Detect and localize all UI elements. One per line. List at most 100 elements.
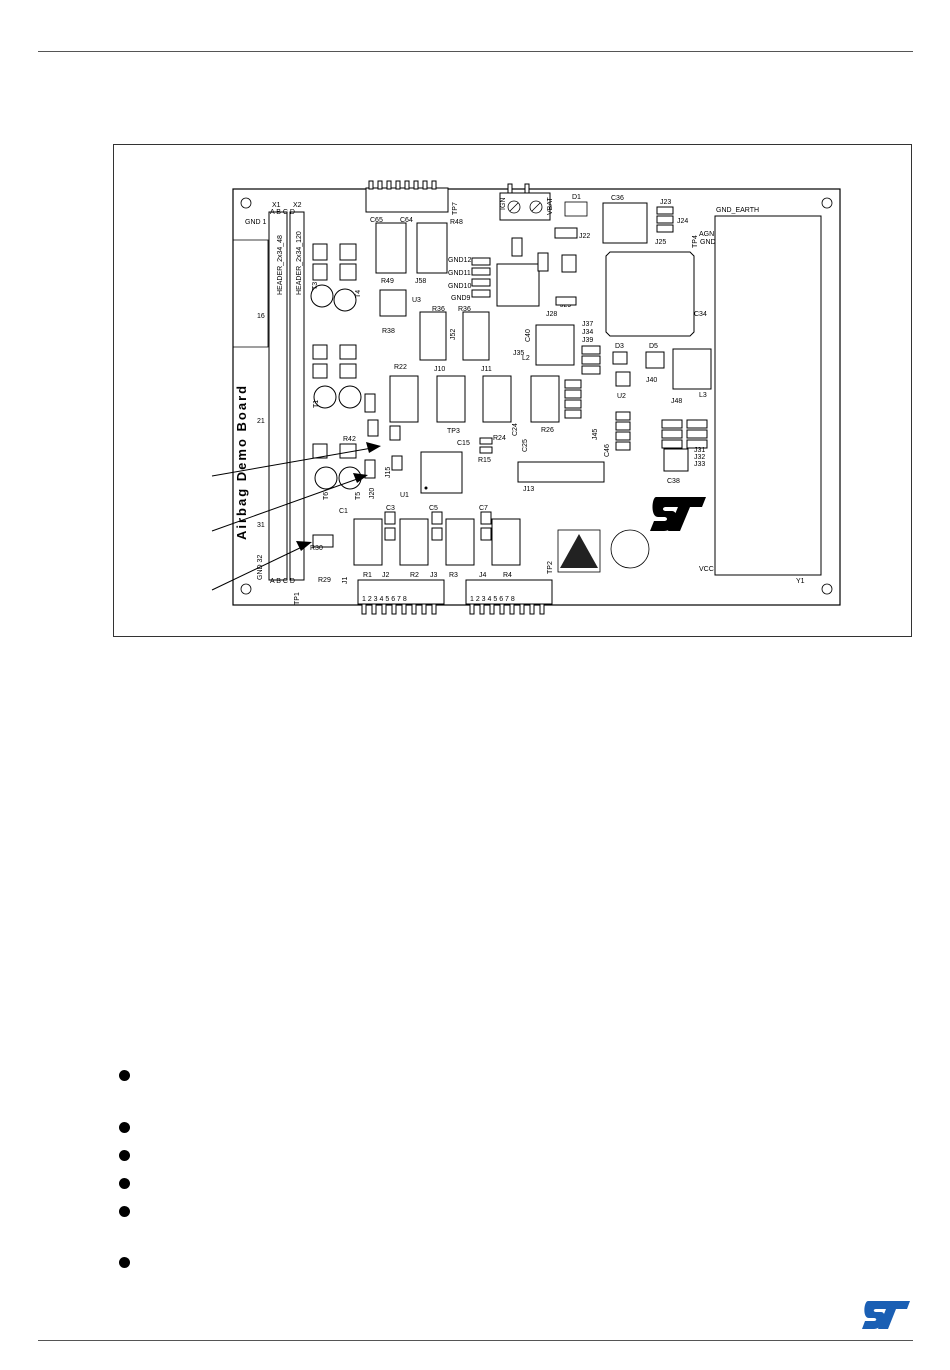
transistor-t3 (310, 284, 334, 308)
label-t3: T3 (312, 282, 319, 290)
label-vcc: VCC (699, 566, 714, 573)
diode-d1 (564, 201, 588, 217)
label-gnd: GND (700, 239, 716, 246)
esd-warning-icon (560, 534, 598, 568)
label-pins-2: 1 2 3 4 5 6 7 8 (470, 596, 515, 603)
label-c3: C3 (386, 505, 395, 512)
label-j3: J3 (430, 572, 438, 579)
label-c36: C36 (611, 195, 624, 202)
relay-j58 (416, 222, 448, 274)
label-r3: R3 (449, 572, 458, 579)
tp7-connector (365, 187, 449, 213)
connector-tp2 (465, 579, 553, 605)
label-j37: J37 (582, 321, 593, 328)
label-r49: R49 (381, 278, 394, 285)
label-u3: U3 (412, 297, 421, 304)
label-t1: T1 (313, 400, 320, 408)
label-r38: R38 (382, 328, 395, 335)
label-j34: J34 (582, 329, 593, 336)
mounting-hole (821, 197, 833, 209)
header-j13 (517, 461, 605, 483)
mounting-hole (240, 197, 252, 209)
buzzer (610, 529, 650, 569)
bullet (119, 1070, 130, 1081)
label-j28: J28 (546, 311, 557, 318)
label-c25: C25 (522, 439, 529, 452)
header-x1 (268, 211, 288, 581)
label-r29: R29 (318, 577, 331, 584)
label-j13: J13 (523, 486, 534, 493)
label-gnd10: GND10 (448, 283, 471, 290)
connector-outline (233, 239, 269, 348)
label-tp2: TP2 (547, 561, 554, 574)
label-j39: J39 (582, 337, 593, 344)
esd-symbol-box (557, 529, 601, 573)
label-ign: IGN (500, 198, 507, 210)
label-j52: J52 (450, 329, 457, 340)
connector-tp1 (357, 579, 445, 605)
label-r26: R26 (541, 427, 554, 434)
label-r30: R30 (310, 545, 323, 552)
label-gnd12: GND12 (448, 257, 471, 264)
label-x2: X2 (293, 202, 302, 209)
label-j22: J22 (579, 233, 590, 240)
label-tp4: TP4 (692, 235, 699, 248)
label-abcd-bottom: A B C D (270, 578, 295, 585)
label-d5: D5 (649, 343, 658, 350)
label-l2: L2 (522, 355, 530, 362)
label-j25: J25 (655, 239, 666, 246)
label-r42: R42 (343, 436, 356, 443)
mounting-hole (240, 583, 252, 595)
ic-l2 (535, 324, 575, 366)
transistor-t6 (314, 466, 338, 490)
label-d3: D3 (615, 343, 624, 350)
label-j31: J31 (694, 447, 705, 454)
ic-u3 (379, 289, 407, 317)
label-t6: T6 (323, 492, 330, 500)
label-31: 31 (257, 522, 265, 529)
inductor-c34 (605, 251, 695, 337)
label-j11: J11 (481, 366, 492, 373)
bullet (119, 1122, 130, 1133)
label-16: 16 (257, 313, 265, 320)
label-j35: J35 (513, 350, 524, 357)
label-j48: J48 (671, 398, 682, 405)
pcb-layout-figure: X1 X2 A B C D A B C D GND 1 16 21 31 HEA… (211, 180, 841, 615)
label-j4: J4 (479, 572, 487, 579)
label-u2: U2 (617, 393, 626, 400)
label-u1: U1 (400, 492, 409, 499)
footer-rule (38, 1340, 913, 1341)
st-logo-icon (862, 1301, 910, 1329)
label-j24: J24 (677, 218, 688, 225)
label-j33: J33 (694, 461, 705, 468)
label-r24: R24 (493, 435, 506, 442)
label-r22: R22 (394, 364, 407, 371)
board-title: Airbag Demo Board (234, 384, 249, 540)
label-pins-1: 1 2 3 4 5 6 7 8 (362, 596, 407, 603)
label-r36a: R36 (432, 306, 445, 313)
label-j10: J10 (434, 366, 445, 373)
label-c15: C15 (457, 440, 470, 447)
label-r48: R48 (450, 219, 463, 226)
st-board-logo (650, 497, 706, 531)
label-c38: C38 (667, 478, 680, 485)
bullet (119, 1150, 130, 1161)
capacitor-c36 (602, 202, 648, 244)
label-c5: C5 (429, 505, 438, 512)
label-t4: T4 (355, 290, 362, 298)
label-c46: C46 (604, 444, 611, 457)
label-c65: C65 (370, 217, 383, 224)
relay-r49 (375, 222, 407, 274)
ic-u2 (615, 371, 631, 387)
transistor-t1 (313, 385, 337, 409)
label-j15: J15 (385, 467, 392, 478)
label-j45: J45 (592, 429, 599, 440)
bullet (119, 1257, 130, 1268)
label-c24: C24 (512, 423, 519, 436)
label-r4: R4 (503, 572, 512, 579)
label-y1: Y1 (796, 578, 805, 585)
label-tp3: TP3 (447, 428, 460, 435)
inductor-l3 (672, 348, 712, 390)
label-tp7: TP7 (452, 202, 459, 215)
label-c1: C1 (339, 508, 348, 515)
